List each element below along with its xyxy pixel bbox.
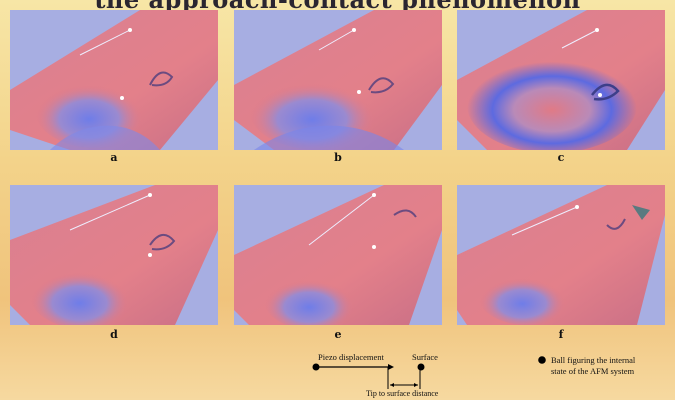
panel-label-a: a bbox=[10, 151, 218, 164]
panel-b bbox=[234, 10, 442, 150]
panel-label-c: c bbox=[457, 151, 665, 164]
legend-piezo-label: Piezo displacement bbox=[318, 352, 384, 362]
piezo-ball bbox=[313, 364, 320, 371]
panel-d bbox=[10, 185, 218, 325]
legend-surface-label: Surface bbox=[412, 352, 438, 362]
panel-label-b: b bbox=[234, 151, 442, 164]
panel-label-e: e bbox=[234, 328, 442, 341]
legend-ball-line1: Ball figuring the internal bbox=[551, 355, 635, 365]
surface-ball bbox=[418, 364, 425, 371]
legend-ball-line2: state of the AFM system bbox=[551, 366, 634, 376]
panel-e bbox=[234, 185, 442, 325]
panel-f bbox=[457, 185, 665, 325]
piezo-arrowhead bbox=[388, 364, 394, 370]
legend-tip-distance-label: Tip to surface distance bbox=[366, 389, 438, 398]
panel-c bbox=[457, 10, 665, 150]
legend-ball-marker bbox=[537, 355, 547, 365]
legend-diagram bbox=[300, 343, 440, 393]
panel-label-f: f bbox=[457, 328, 665, 341]
panel-label-d: d bbox=[10, 328, 218, 341]
panel-a bbox=[10, 10, 218, 150]
